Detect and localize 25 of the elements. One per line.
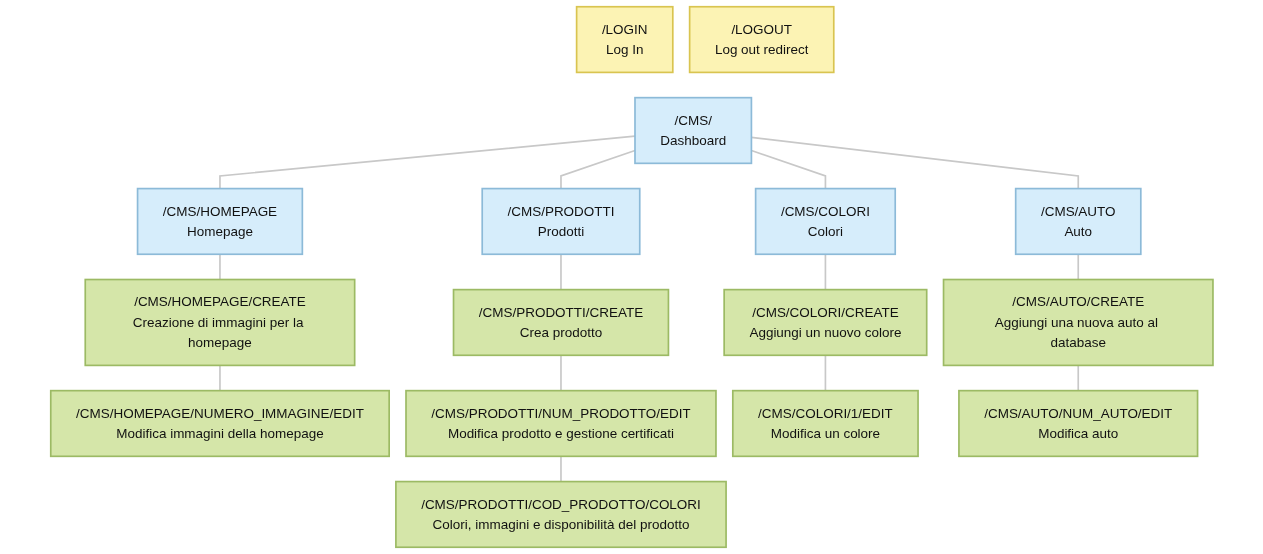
node-box: /CMS/HOMEPAGE Homepage bbox=[136, 187, 303, 256]
node-box: /CMS/PRODOTTI/NUM_PRODOTTO/EDIT Modifica prodotto e gestione certificati bbox=[404, 389, 717, 458]
node-box: /LOGOUT Log out redirect bbox=[688, 5, 835, 74]
connector bbox=[1077, 253, 1079, 281]
connector bbox=[559, 253, 562, 291]
connector bbox=[1077, 364, 1079, 392]
node-box: /CMS/COLORI Colori bbox=[754, 187, 896, 256]
node-box: /CMS/AUTO/CREATE Aggiungi una nuova auto al database bbox=[942, 278, 1214, 367]
node-box: /CMS/HOMEPAGE/NUMERO_IMMAGINE/EDIT Modifica immagini della homepage bbox=[49, 389, 390, 458]
node-box: /CMS/PRODOTTI/COD_PRODOTTO/COLORI Colori, immagini e disponibilità del prodotto bbox=[394, 480, 727, 549]
node-box: /CMS/COLORI/1/EDIT Modifica un colore bbox=[731, 389, 919, 458]
connector bbox=[824, 354, 826, 392]
node-box: /CMS/COLORI/CREATE Aggiungi un nuovo colore bbox=[722, 288, 928, 357]
node-box: /CMS/PRODOTTI/CREATE Crea prodotto bbox=[452, 288, 669, 357]
connector bbox=[559, 455, 562, 483]
node-box: /CMS/AUTO Auto bbox=[1014, 187, 1142, 256]
node-box: /CMS/ Dashboard bbox=[633, 96, 752, 165]
connector bbox=[218, 364, 221, 392]
connector bbox=[218, 253, 221, 281]
connector bbox=[559, 354, 562, 392]
node-box: /CMS/HOMEPAGE/CREATE Creazione di immagini per la homepage bbox=[84, 278, 356, 367]
connector bbox=[824, 253, 826, 291]
node-box: /LOGIN Log In bbox=[575, 5, 674, 74]
node-box: /CMS/PRODOTTI Prodotti bbox=[481, 187, 641, 256]
node-box: /CMS/AUTO/NUM_AUTO/EDIT Modifica auto bbox=[957, 389, 1199, 458]
